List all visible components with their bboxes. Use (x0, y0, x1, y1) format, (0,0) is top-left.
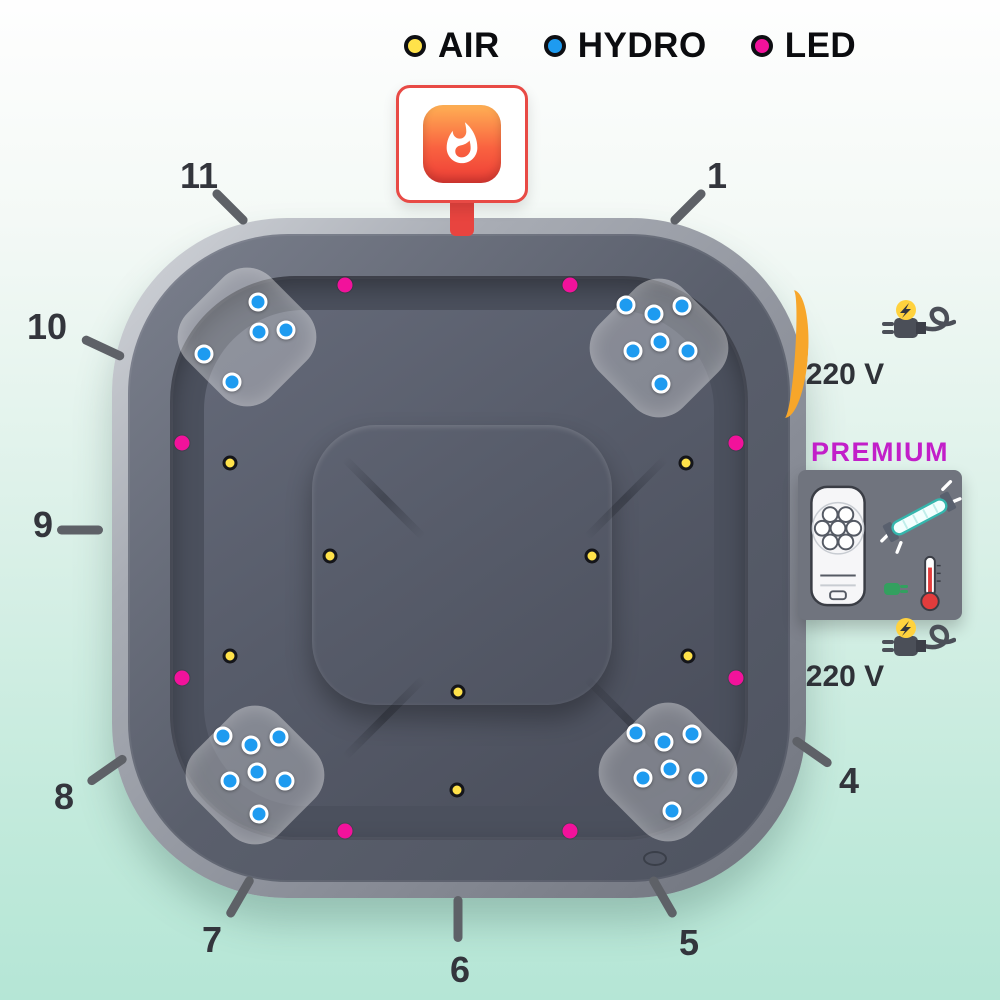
legend-label-air: AIR (438, 26, 500, 65)
legend-item-led: LED (750, 26, 857, 66)
clock-tick-11 (210, 187, 250, 227)
thermometer-icon (920, 555, 941, 612)
clock-number-6: 6 (449, 949, 471, 990)
premium-equipment-panel (798, 470, 962, 620)
voltage-label-top: 220 V (805, 358, 885, 391)
tub-basin (204, 310, 714, 806)
flame-icon (446, 122, 478, 164)
legend-label-led: LED (784, 26, 857, 65)
clock-number-10: 10 (26, 306, 68, 347)
hydro-dot-icon (543, 35, 566, 57)
clock-tick-1 (668, 187, 708, 227)
clock-tick-9 (57, 525, 103, 535)
legend-label-hydro: HYDRO (577, 26, 707, 65)
clock-number-8: 8 (53, 776, 75, 817)
legend-item-hydro: HYDRO (543, 26, 707, 66)
clock-number-5: 5 (678, 922, 700, 963)
footwell (312, 425, 667, 866)
heater-tile (423, 105, 501, 183)
drain (643, 851, 667, 866)
clock-number-9: 9 (32, 504, 54, 545)
clock-number-4: 4 (838, 760, 860, 801)
air-dot-icon (404, 35, 426, 57)
power-connector-icon (884, 583, 908, 595)
heater-badge (396, 85, 528, 203)
hot-tub (112, 218, 806, 898)
clock-number-11: 11 (179, 155, 219, 196)
power-plug-icon (882, 618, 956, 656)
clock-tick-6 (453, 896, 463, 942)
legend: AIR HYDRO LED (404, 26, 856, 66)
filter-pump-icon (810, 485, 866, 607)
voltage-label-bottom: 220 V (805, 660, 885, 693)
uv-lamp-icon (880, 480, 962, 554)
premium-label: PREMIUM (811, 437, 949, 467)
clock-number-1: 1 (706, 155, 728, 196)
heater-connector (450, 198, 474, 236)
power-plug-icon (882, 300, 956, 338)
led-dot-icon (750, 35, 773, 57)
legend-item-air: AIR (404, 26, 500, 66)
clock-number-7: 7 (201, 919, 223, 960)
